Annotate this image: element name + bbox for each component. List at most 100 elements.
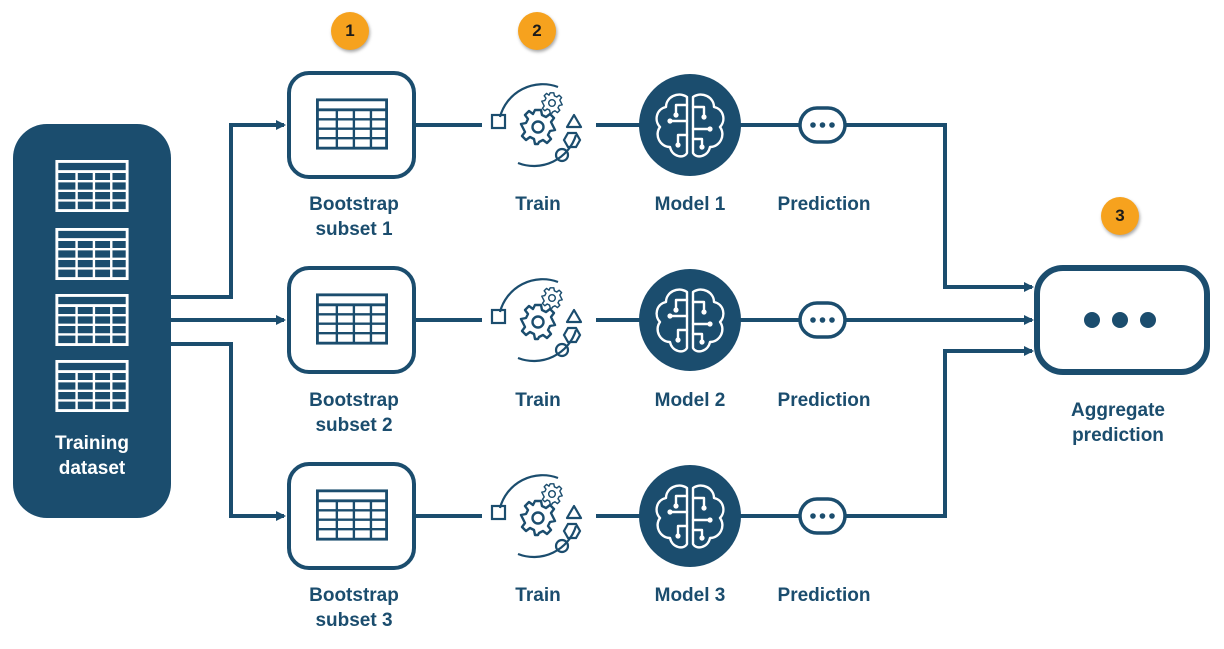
node-shapes: [13, 71, 1210, 570]
circuit-node: [667, 313, 673, 319]
brain-circuit-icon: [655, 93, 725, 158]
train-label: Train: [515, 585, 561, 606]
prediction-dot: [829, 513, 835, 519]
big-gear-icon: [519, 499, 557, 537]
aggregate-dot: [1084, 312, 1100, 328]
train-cycle-arc-top: [498, 278, 559, 313]
square-shape-icon: [490, 504, 507, 521]
brain-left-hemisphere: [655, 93, 689, 158]
train-cycle-arc-top: [498, 83, 559, 118]
training-dataset-block: [13, 124, 171, 518]
circle-shape-icon: [554, 538, 570, 554]
brain-right-hemisphere: [691, 484, 725, 549]
triangle-shape-icon: [565, 113, 583, 129]
arrow-prediction-1-to-aggregate: [845, 123, 1034, 292]
circuit-node: [667, 509, 673, 515]
train-gears-icon: [490, 83, 583, 168]
aggregate-dot: [1112, 312, 1128, 328]
brain-circuit-traces: [668, 494, 712, 540]
prediction-label: Prediction: [777, 390, 871, 411]
triangle-shape-icon: [565, 308, 583, 324]
prediction-label: Prediction: [777, 585, 871, 606]
step-badge-2: 2: [518, 12, 556, 50]
train-cycle-arc-bottom: [517, 525, 578, 559]
circuit-node: [701, 505, 707, 511]
connector-lines: [171, 120, 1034, 521]
brain-left-hemisphere: [655, 288, 689, 353]
prediction-dot: [829, 122, 835, 128]
train-cycle-arc-top: [498, 474, 559, 509]
circuit-node: [675, 337, 681, 343]
circuit-node: [699, 144, 705, 150]
bootstrap-subset-box: [287, 266, 416, 374]
prediction-dot: [819, 122, 826, 128]
prediction-dot: [819, 317, 826, 323]
big-gear-icon: [519, 303, 557, 341]
bootstrap-subset-label: Bootstrap subset 1: [309, 194, 399, 240]
train-label: Train: [515, 390, 561, 411]
bootstrap-subset-box: [287, 462, 416, 570]
bootstrap-subset-box: [287, 71, 416, 179]
step-badge-1: 1: [331, 12, 369, 50]
bootstrap-subset-label: Bootstrap subset 2: [309, 390, 399, 436]
circuit-node: [673, 112, 679, 118]
train-gears-icon: [490, 278, 583, 363]
brain-left-hemisphere: [655, 484, 689, 549]
circuit-node: [673, 307, 679, 313]
brain-right-hemisphere: [691, 93, 725, 158]
train-cycle-arc-bottom: [517, 134, 578, 168]
circle-shape-icon: [554, 147, 570, 163]
circuit-node: [707, 126, 713, 132]
brain-right-hemisphere: [691, 288, 725, 353]
circuit-node: [699, 535, 705, 541]
circuit-node: [675, 533, 681, 539]
model-circle: [639, 269, 741, 371]
brain-circuit-icon: [655, 288, 725, 353]
circle-shape-icon: [554, 342, 570, 358]
model-label: Model 1: [654, 194, 726, 215]
aggregate-prediction-label: Aggregate prediction: [1071, 400, 1165, 446]
small-gear-icon: [541, 287, 563, 309]
circuit-node: [673, 503, 679, 509]
step-badge-3: 3: [1101, 197, 1139, 235]
train-cycle-arc-bottom: [517, 329, 578, 363]
prediction-dot: [810, 122, 816, 128]
prediction-label: Prediction: [777, 194, 871, 215]
prediction-dot: [829, 317, 835, 323]
square-shape-icon: [490, 113, 507, 130]
square-shape-icon: [490, 308, 507, 325]
circuit-node: [675, 142, 681, 148]
prediction-dot: [810, 513, 816, 519]
triangle-shape-icon: [565, 504, 583, 520]
circuit-node: [701, 309, 707, 315]
big-gear-icon: [519, 108, 557, 146]
model-circle: [639, 465, 741, 567]
prediction-dot: [810, 317, 816, 323]
train-gears-icon: [490, 474, 583, 559]
prediction-dot: [819, 513, 826, 519]
circuit-node: [707, 321, 713, 327]
hexagon-shape-icon: [562, 131, 582, 149]
circuit-node: [667, 118, 673, 124]
arrow-prediction-3-to-aggregate: [845, 346, 1034, 518]
hexagon-shape-icon: [562, 522, 582, 540]
training-dataset-label: Training dataset: [55, 433, 129, 479]
circuit-node: [701, 114, 707, 120]
model-label: Model 3: [654, 585, 726, 606]
bootstrap-subset-label: Bootstrap subset 3: [309, 585, 399, 631]
circuit-node: [699, 339, 705, 345]
hexagon-shape-icon: [562, 326, 582, 344]
small-gear-icon: [541, 483, 563, 505]
train-label: Train: [515, 194, 561, 215]
model-label: Model 2: [654, 390, 726, 411]
aggregate-dot: [1140, 312, 1156, 328]
circuit-node: [707, 517, 713, 523]
brain-circuit-traces: [668, 298, 712, 344]
arrow-to-subset-3: [171, 342, 286, 521]
brain-circuit-traces: [668, 103, 712, 149]
small-gear-icon: [541, 92, 563, 114]
brain-circuit-icon: [655, 484, 725, 549]
model-circle: [639, 74, 741, 176]
